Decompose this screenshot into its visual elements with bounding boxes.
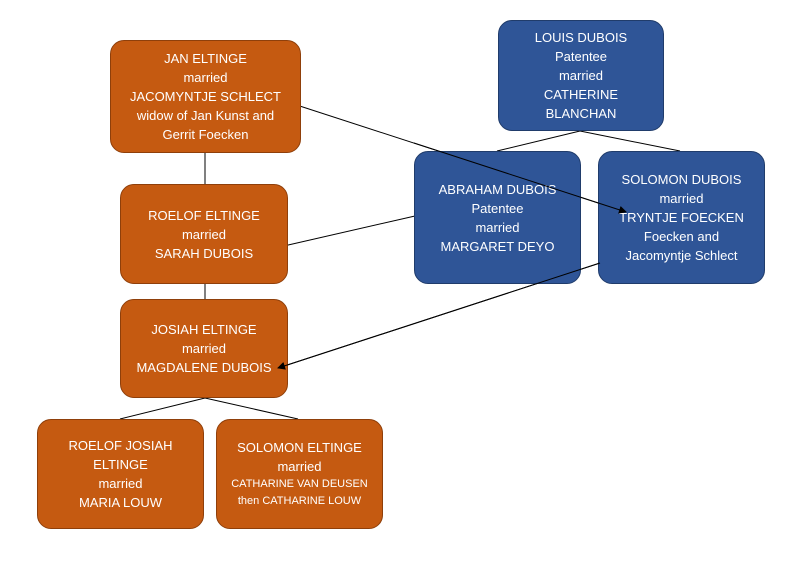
- box-line: SARAH DUBOIS: [154, 245, 254, 261]
- box-line: BLANCHAN: [545, 106, 617, 121]
- person-box-louis-dubois: LOUIS DUBOIS Patentee married CATHERINE …: [498, 20, 664, 131]
- box-line: Patentee: [471, 200, 524, 216]
- box-line: Gerrit Foecken: [162, 127, 249, 142]
- box-line: MAGDALENE DUBOIS: [136, 360, 272, 375]
- person-box-roelof-josiah-eltinge: ROELOF JOSIAH ELTINGE married MARIA LOUW: [37, 419, 204, 529]
- box-line: LOUIS DUBOIS: [534, 30, 628, 45]
- box-line: married: [183, 70, 228, 85]
- box-line: married: [475, 219, 520, 235]
- box-line: widow of Jan Kunst and: [136, 108, 275, 123]
- box-line: SOLOMON DUBOIS: [621, 172, 742, 187]
- box-line: ABRAHAM DUBOIS: [438, 181, 557, 197]
- person-box-josiah-eltinge: JOSIAH ELTINGE married MAGDALENE DUBOIS: [120, 299, 288, 398]
- box-line: MARIA LOUW: [78, 495, 163, 510]
- box-line: married: [98, 476, 143, 491]
- line-louis-to-solomon-dubois: [579, 130, 681, 152]
- box-line: Jacomyntje Schlect: [625, 248, 738, 263]
- box-line: JACOMYNTJE SCHLECT: [130, 89, 281, 104]
- box-line: JOSIAH ELTINGE: [151, 322, 257, 337]
- box-line: ROELOF ELTINGE: [148, 207, 260, 223]
- line-louis-to-abraham: [496, 130, 581, 152]
- person-box-roelof-eltinge: ROELOF ELTINGE married SARAH DUBOIS: [120, 184, 288, 284]
- box-line: MARGARET DEYO: [440, 238, 555, 254]
- box-line: SOLOMON ELTINGE: [237, 440, 362, 455]
- box-line: married: [558, 68, 604, 83]
- person-box-solomon-dubois: SOLOMON DUBOIS married TRYNTJE FOECKEN F…: [598, 151, 765, 284]
- box-line: married: [277, 459, 322, 474]
- box-line: married: [181, 341, 227, 356]
- person-box-abraham-dubois: ABRAHAM DUBOIS Patentee married MARGARET…: [414, 151, 581, 284]
- box-line: CATHERINE: [543, 87, 619, 102]
- box-line: ROELOF JOSIAH: [68, 438, 173, 453]
- person-box-jan-eltinge: JAN ELTINGE married JACOMYNTJE SCHLECT w…: [110, 40, 301, 153]
- line-josiah-to-solomon-eltinge: [204, 397, 299, 420]
- box-line: married: [181, 226, 227, 242]
- person-box-solomon-eltinge: SOLOMON ELTINGE married CATHARINE VAN DE…: [216, 419, 383, 529]
- box-line: TRYNTJE FOECKEN: [619, 210, 744, 225]
- box-line: ELTINGE: [93, 457, 148, 472]
- box-line: then CATHARINE LOUW: [237, 495, 362, 507]
- box-line: JAN ELTINGE: [164, 51, 247, 66]
- box-line: Patentee: [554, 49, 608, 64]
- box-line: Foecken and: [643, 229, 720, 244]
- line-josiah-to-roelof-josiah: [119, 397, 206, 420]
- box-line: married: [659, 191, 704, 206]
- box-line: CATHARINE VAN DEUSEN: [231, 478, 368, 490]
